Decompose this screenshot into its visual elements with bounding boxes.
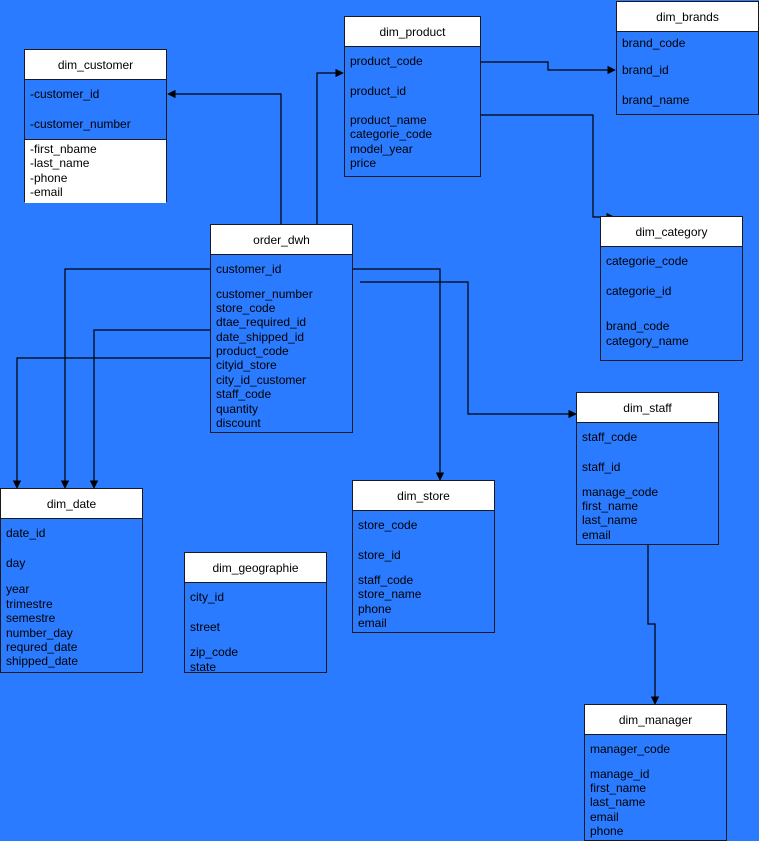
field: date_id	[6, 526, 46, 540]
field: product_code	[350, 54, 423, 68]
link-order-date-2	[89, 329, 211, 489]
field: product_code	[216, 344, 289, 358]
table-order-dwh[interactable]: order_dwh customer_id customer_number st…	[210, 224, 353, 433]
table-dim-date[interactable]: dim_date date_id day year trimestre seme…	[0, 488, 143, 673]
field: state	[190, 660, 217, 674]
field: manager_code	[590, 742, 671, 756]
link-order-date-1	[60, 268, 211, 489]
field: cityid_store	[216, 358, 277, 372]
link-order-product	[316, 68, 344, 225]
field: last_name	[582, 513, 638, 527]
field: first_name	[582, 499, 639, 513]
field: product_name	[350, 113, 427, 127]
table-dim-manager[interactable]: dim_manager manager_code manage_id first…	[584, 704, 727, 841]
table-dim-staff[interactable]: dim_staff staff_code staff_id manage_cod…	[576, 392, 719, 545]
field: -phone	[30, 171, 68, 185]
table-title: dim_category	[601, 217, 742, 247]
field: brand_name	[622, 93, 690, 107]
table-title: dim_staff	[577, 393, 718, 423]
field: number_day	[6, 626, 73, 640]
field: day	[6, 556, 26, 570]
field: brand_code	[606, 319, 670, 333]
field: store_id	[358, 548, 401, 562]
field: date_shipped_id	[216, 330, 305, 344]
field: email	[590, 810, 619, 824]
field: city_id_customer	[216, 373, 307, 387]
table-title: dim_brands	[617, 2, 758, 32]
field: -email	[30, 185, 63, 199]
table-title: dim_manager	[585, 705, 726, 735]
field: last_name	[590, 795, 646, 809]
field: street	[190, 620, 221, 634]
field: quantity	[216, 402, 259, 416]
field: -customer_number	[30, 117, 131, 131]
field-group-attributes	[25, 139, 166, 203]
field: store_code	[358, 518, 418, 532]
table-dim-customer[interactable]: dim_customer -customer_id -customer_numb…	[24, 49, 167, 203]
table-title: dim_product	[345, 17, 480, 47]
field: customer_id	[216, 262, 282, 276]
field: first_name	[590, 781, 647, 795]
field: phone	[590, 824, 624, 838]
field: product_id	[350, 84, 407, 98]
link-staff-manager	[647, 544, 660, 705]
field: model_year	[350, 142, 413, 156]
table-dim-brands[interactable]: dim_brands brand_code brand_id brand_nam…	[616, 1, 759, 115]
field: customer_number	[216, 287, 313, 301]
field: manage_id	[590, 767, 650, 781]
field: staff_code	[358, 573, 414, 587]
link-order-date-3	[12, 357, 211, 489]
field: -last_name	[30, 156, 90, 170]
field: phone	[358, 602, 392, 616]
field: manage_code	[582, 485, 659, 499]
field: year	[6, 582, 30, 596]
link-order-store	[353, 268, 445, 481]
field: store_name	[358, 587, 422, 601]
link-order-customer	[167, 89, 282, 225]
field: staff_code	[216, 387, 272, 401]
table-title: dim_customer	[25, 50, 166, 80]
table-dim-store[interactable]: dim_store store_code store_id staff_code…	[352, 480, 495, 633]
field: categorie_code	[350, 127, 433, 141]
field: shipped_date	[6, 654, 79, 668]
field: staff_id	[582, 460, 621, 474]
field: trimestre	[6, 597, 53, 611]
field: categorie_id	[606, 284, 672, 298]
field: dtae_required_id	[216, 315, 307, 329]
table-title: order_dwh	[211, 225, 352, 255]
table-title: dim_geographie	[185, 553, 326, 583]
field: staff_code	[582, 430, 638, 444]
field: price	[350, 156, 377, 170]
field: zip_code	[190, 645, 239, 659]
field: city_id	[190, 590, 225, 604]
field: store_code	[216, 301, 276, 315]
link-product-brands	[481, 61, 616, 75]
table-title: dim_date	[1, 489, 142, 519]
field: brand_id	[622, 63, 669, 77]
field: categorie_code	[606, 254, 689, 268]
link-order-staff	[360, 281, 577, 419]
field: email	[582, 528, 611, 542]
field: semestre	[6, 611, 56, 625]
field: category_name	[606, 334, 689, 348]
field: -first_nbame	[30, 142, 97, 156]
field: discount	[216, 416, 261, 430]
table-dim-product[interactable]: dim_product product_code product_id prod…	[344, 16, 481, 177]
field: email	[358, 616, 387, 630]
table-dim-category[interactable]: dim_category categorie_code categorie_id…	[600, 216, 743, 361]
field: -customer_id	[30, 87, 100, 101]
table-dim-geographie[interactable]: dim_geographie city_id street zip_code s…	[184, 552, 327, 674]
link-product-category	[481, 114, 615, 222]
table-title: dim_store	[353, 481, 494, 511]
field: brand_code	[622, 36, 686, 50]
field: requred_date	[6, 640, 78, 654]
